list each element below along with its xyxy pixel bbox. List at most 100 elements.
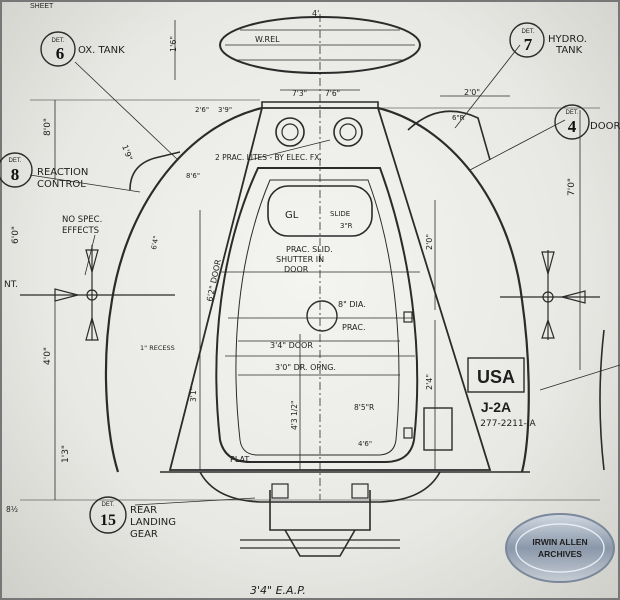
hydro-tank-pod <box>407 110 491 161</box>
dim-lower-left: 8½ <box>6 505 18 514</box>
label-effects: EFFECTS <box>62 226 99 236</box>
leader-no-spec <box>84 234 96 276</box>
label-tank: TANK <box>555 45 583 56</box>
dim-top: 4' <box>312 9 319 18</box>
note-plat: PLAT. <box>230 455 251 464</box>
leader-det-7 <box>454 44 521 129</box>
dim-2-6: 2'6" <box>195 106 209 114</box>
dim-6r: 6"R <box>452 114 465 122</box>
top-tank-outline <box>219 16 421 74</box>
light-left <box>275 117 305 147</box>
callout-label: DET. <box>565 110 578 116</box>
capsule-hull <box>104 14 530 503</box>
note-door: DOOR <box>284 265 309 274</box>
callout-circle <box>0 152 33 188</box>
callout-circle <box>554 104 590 140</box>
callout-label: DET. <box>101 502 114 508</box>
note-door-62: 6'2" DOOR <box>205 258 223 302</box>
note-shutter: SHUTTER IN <box>276 255 324 264</box>
dim-4-6: 4'6" <box>358 440 372 448</box>
watermark-badge <box>505 513 615 583</box>
dim-2-0-top: 2'0" <box>464 88 480 97</box>
hull-base <box>160 471 530 503</box>
label-ant: NT. <box>4 280 18 290</box>
callout-det-4: DET. 4 <box>554 104 590 140</box>
note-slide: SLIDE <box>330 210 350 218</box>
note-prac-lites: 2 PRAC. LITES - BY ELEC. FX. <box>215 153 322 162</box>
leader-det-8 <box>29 174 141 193</box>
marking-code: J-2A <box>481 399 511 415</box>
reaction-control-pod <box>129 151 181 191</box>
dim-8-5r: 8'5"R <box>354 403 374 412</box>
hull-outline-left <box>104 106 263 473</box>
access-panel <box>423 407 453 451</box>
callout-det-15: DET. 15 <box>89 496 127 534</box>
dim-1-9: 1'9" <box>120 144 134 162</box>
latch-upper <box>403 311 413 323</box>
hull-inner-outline <box>168 107 492 471</box>
usa-marking-box <box>467 357 525 393</box>
dim-7-3: 7'3" <box>292 89 307 98</box>
antenna-right <box>500 250 600 340</box>
dim-2-4: 2'4" <box>425 374 434 390</box>
leader-lines <box>29 44 620 506</box>
label-door: DOOR <box>590 121 620 132</box>
watermark-line1: IRWIN ALLEN <box>532 537 587 547</box>
dim-4-3-half: 4'3 1/2" <box>290 400 299 430</box>
note-gl: GL <box>285 210 299 221</box>
callout-number: 7 <box>524 35 533 54</box>
callout-det-6: DET. 6 <box>40 31 76 67</box>
archive-watermark: IRWIN ALLEN ARCHIVES <box>505 513 615 583</box>
label-hydro: HYDRO. <box>548 34 587 45</box>
callout-number: 15 <box>100 512 116 529</box>
callout-label: DET. <box>51 38 64 44</box>
label-control: CONTROL <box>37 179 86 190</box>
hatch-door-inner <box>235 179 400 456</box>
label-landing: LANDING <box>130 517 176 528</box>
hull-top-cap <box>261 101 379 108</box>
antenna-right-blades <box>541 251 586 339</box>
dim-3r: 3"R <box>340 222 353 230</box>
antenna-left-blades <box>54 249 99 341</box>
marking-serial: 277-2211-IA <box>480 419 536 429</box>
gear-mount-right <box>351 483 369 499</box>
callout-number: 8 <box>11 165 20 184</box>
antenna-right-hub <box>542 291 554 303</box>
gear-mount-left <box>271 483 289 499</box>
dim-7-6: 7'6" <box>325 89 340 98</box>
dim-7-0: 7'0" <box>567 178 577 196</box>
label-ox-tank: OX. TANK <box>78 45 125 56</box>
landing-gear-skids <box>240 539 400 549</box>
note-dr-opng: 3'0" DR. OPNG. <box>275 363 336 372</box>
label-no-spec: NO SPEC. <box>62 215 102 225</box>
note-w-rel: W.REL <box>255 35 280 44</box>
callout-det-8: DET. 8 <box>0 152 33 188</box>
dim-1-6: 1'6" <box>169 36 178 52</box>
marking-usa: USA <box>477 367 515 387</box>
callout-circle <box>40 31 76 67</box>
light-right-lens <box>339 123 357 141</box>
note-prac-slid: PRAC. SLID. <box>286 245 333 254</box>
watermark-line2: ARCHIVES <box>538 549 582 559</box>
note-bottom: 3'4" E.A.P. <box>250 584 306 597</box>
porthole <box>306 300 338 332</box>
hull-outline-right <box>377 106 530 473</box>
hatch-door-outline <box>215 167 419 463</box>
dim-8-6: 8'6" <box>186 172 200 180</box>
rear-landing-gear <box>240 483 400 557</box>
watermark-ring <box>515 523 605 573</box>
dimension-lines <box>20 20 600 501</box>
edge-text: SHEET <box>30 3 54 10</box>
note-recess: 1" RECESS <box>140 344 175 352</box>
latch-lower <box>403 427 413 439</box>
leader-prac-lites <box>249 139 331 161</box>
light-left-lens <box>281 123 299 141</box>
label-reaction: REACTION <box>37 167 88 178</box>
antenna-left-hub <box>86 289 98 301</box>
callout-circle <box>89 496 127 534</box>
callout-label: DET. <box>521 29 534 35</box>
top-tank <box>219 16 421 74</box>
adjacent-object-edge <box>599 329 605 471</box>
